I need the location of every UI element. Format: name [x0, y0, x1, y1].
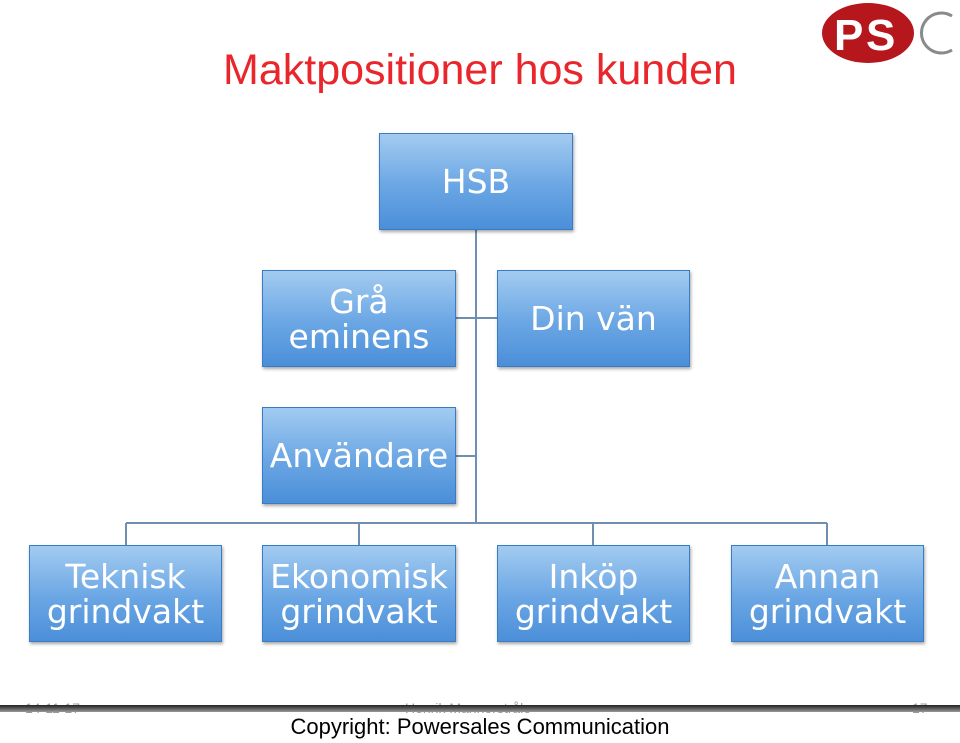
node-gra-eminens-label: Grå eminens	[288, 281, 430, 356]
footer-copyright: Copyright: Powersales Communication	[290, 714, 670, 739]
psc-logo: P S	[822, 3, 953, 63]
page-title: Maktpositioner hos kunden	[223, 46, 737, 94]
svg-text:P: P	[834, 11, 863, 60]
node-anvandare-label: Användare	[269, 436, 449, 475]
node-teknisk-grindvakt-label: Teknisk grindvakt	[46, 556, 205, 631]
node-annan-grindvakt-label: Annan grindvakt	[748, 556, 907, 631]
node-ekonomisk-grindvakt-label: Ekonomisk grindvakt	[270, 556, 448, 631]
node-hsb-label: HSB	[441, 162, 511, 201]
node-anvandare: Användare	[262, 407, 456, 504]
svg-text:S: S	[866, 11, 895, 60]
node-inkop-grindvakt: Inköp grindvakt	[497, 545, 690, 642]
node-din-van: Din vän	[497, 270, 690, 367]
node-din-van-label: Din vän	[530, 299, 657, 338]
node-annan-grindvakt: Annan grindvakt	[731, 545, 924, 642]
node-ekonomisk-grindvakt: Ekonomisk grindvakt	[262, 545, 456, 642]
node-teknisk-grindvakt: Teknisk grindvakt	[29, 545, 222, 642]
node-inkop-grindvakt-label: Inköp grindvakt	[514, 556, 673, 631]
node-gra-eminens: Grå eminens	[262, 270, 456, 367]
footer-divider	[0, 705, 960, 712]
node-hsb: HSB	[379, 133, 573, 230]
